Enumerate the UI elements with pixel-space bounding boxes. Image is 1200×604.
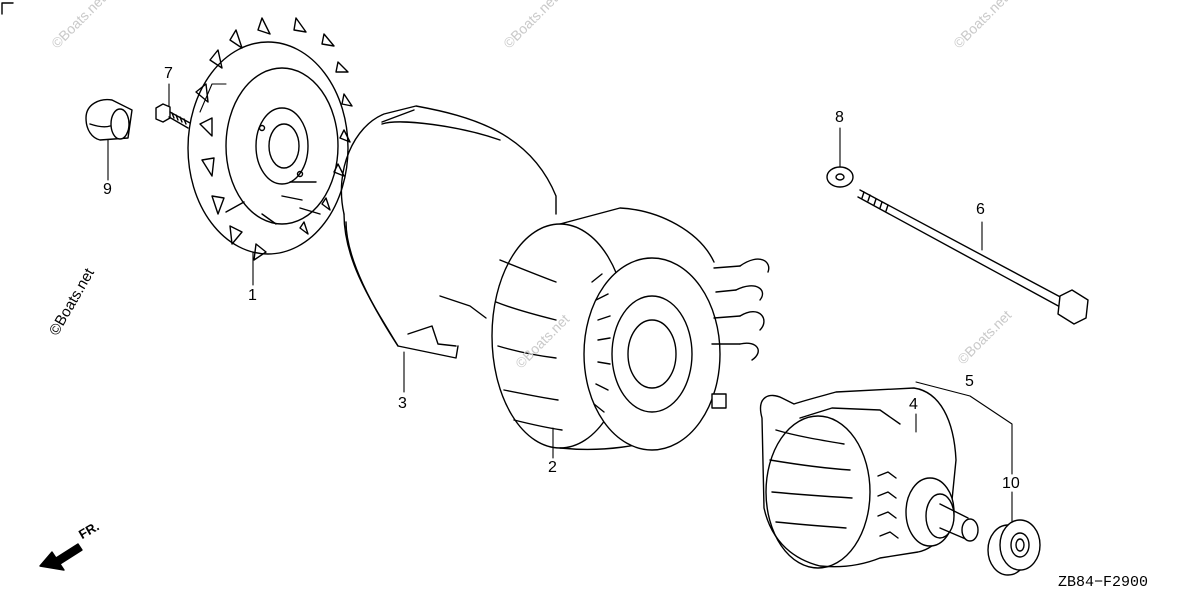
callout-7: 7 <box>164 65 173 82</box>
through-bolt-part-6 <box>858 190 1088 324</box>
callout-3: 3 <box>398 395 407 412</box>
bearing-part-10 <box>988 520 1040 575</box>
stator-part-2 <box>492 208 769 450</box>
bolt-part-7 <box>156 104 190 128</box>
flywheel-fan-part-1 <box>188 18 352 260</box>
corner-mark <box>2 3 13 14</box>
diagram-code: ZB84−F2900 <box>1057 574 1148 591</box>
rotor-shaft <box>906 478 978 546</box>
callout-2: 2 <box>548 459 557 476</box>
callout-10: 10 <box>1002 475 1020 492</box>
outer-cover-part-3 <box>341 106 556 358</box>
callout-9: 9 <box>103 181 112 198</box>
front-arrow-icon <box>40 544 82 570</box>
callout-1: 1 <box>248 287 257 304</box>
callout-4: 4 <box>909 396 918 413</box>
cap-part-9 <box>86 100 132 140</box>
callout-8: 8 <box>835 109 844 126</box>
callout-6: 6 <box>976 201 985 218</box>
callout-5: 5 <box>965 373 974 390</box>
leader-lines <box>108 84 1012 522</box>
washer-part-8 <box>827 167 853 187</box>
